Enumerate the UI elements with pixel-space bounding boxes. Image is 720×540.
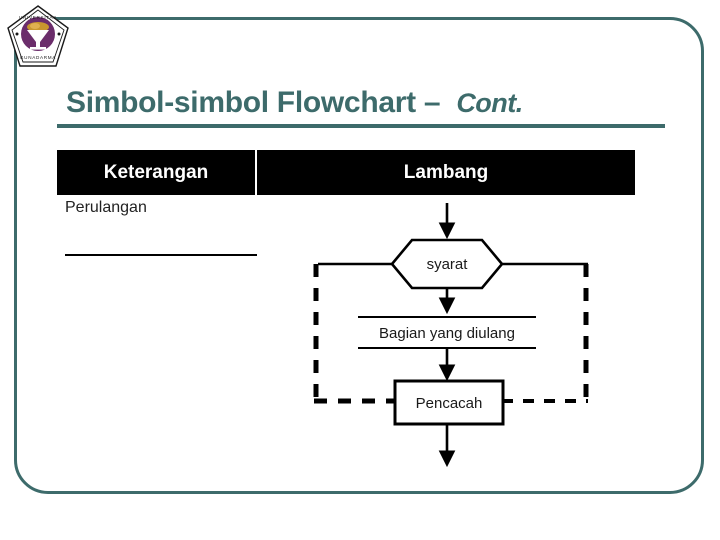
cell-keterangan-underline — [65, 254, 257, 256]
node-bagian-band: Bagian yang diulang — [358, 316, 536, 349]
looping-flowchart-diagram: syarat Bagian yang diulang Pencacah — [300, 196, 630, 481]
table-header-lambang: Lambang — [403, 161, 489, 183]
title-main: Simbol-simbol Flowchart — [66, 86, 416, 119]
cell-keterangan-label: Perulangan — [65, 199, 147, 216]
table-column-divider — [255, 150, 257, 195]
symbols-table: Keterangan Lambang — [57, 150, 635, 195]
node-pencacah-label: Pencacah — [416, 395, 483, 412]
svg-text:GUNADARMA: GUNADARMA — [20, 55, 56, 60]
node-syarat-hexagon: syarat — [390, 238, 504, 290]
table-header-keterangan: Keterangan — [103, 161, 209, 183]
table-header-row: Keterangan Lambang — [57, 150, 635, 195]
title-underline — [57, 124, 665, 128]
title-space — [440, 86, 456, 119]
title-cont: Cont. — [456, 88, 523, 118]
node-syarat-label: syarat — [427, 256, 469, 273]
page-title: Simbol-simbol Flowchart – Cont. — [66, 86, 666, 120]
table-row: Perulangan — [65, 199, 265, 256]
title-dash: – — [423, 86, 441, 119]
node-pencacah-rect: Pencacah — [393, 379, 505, 426]
node-bagian-label: Bagian yang diulang — [379, 325, 515, 342]
title-separator — [416, 86, 424, 119]
universitas-gunadarma-logo: UNIVERSITAS GUNADARMA — [6, 4, 70, 70]
svg-text:UNIVERSITAS: UNIVERSITAS — [19, 15, 57, 20]
